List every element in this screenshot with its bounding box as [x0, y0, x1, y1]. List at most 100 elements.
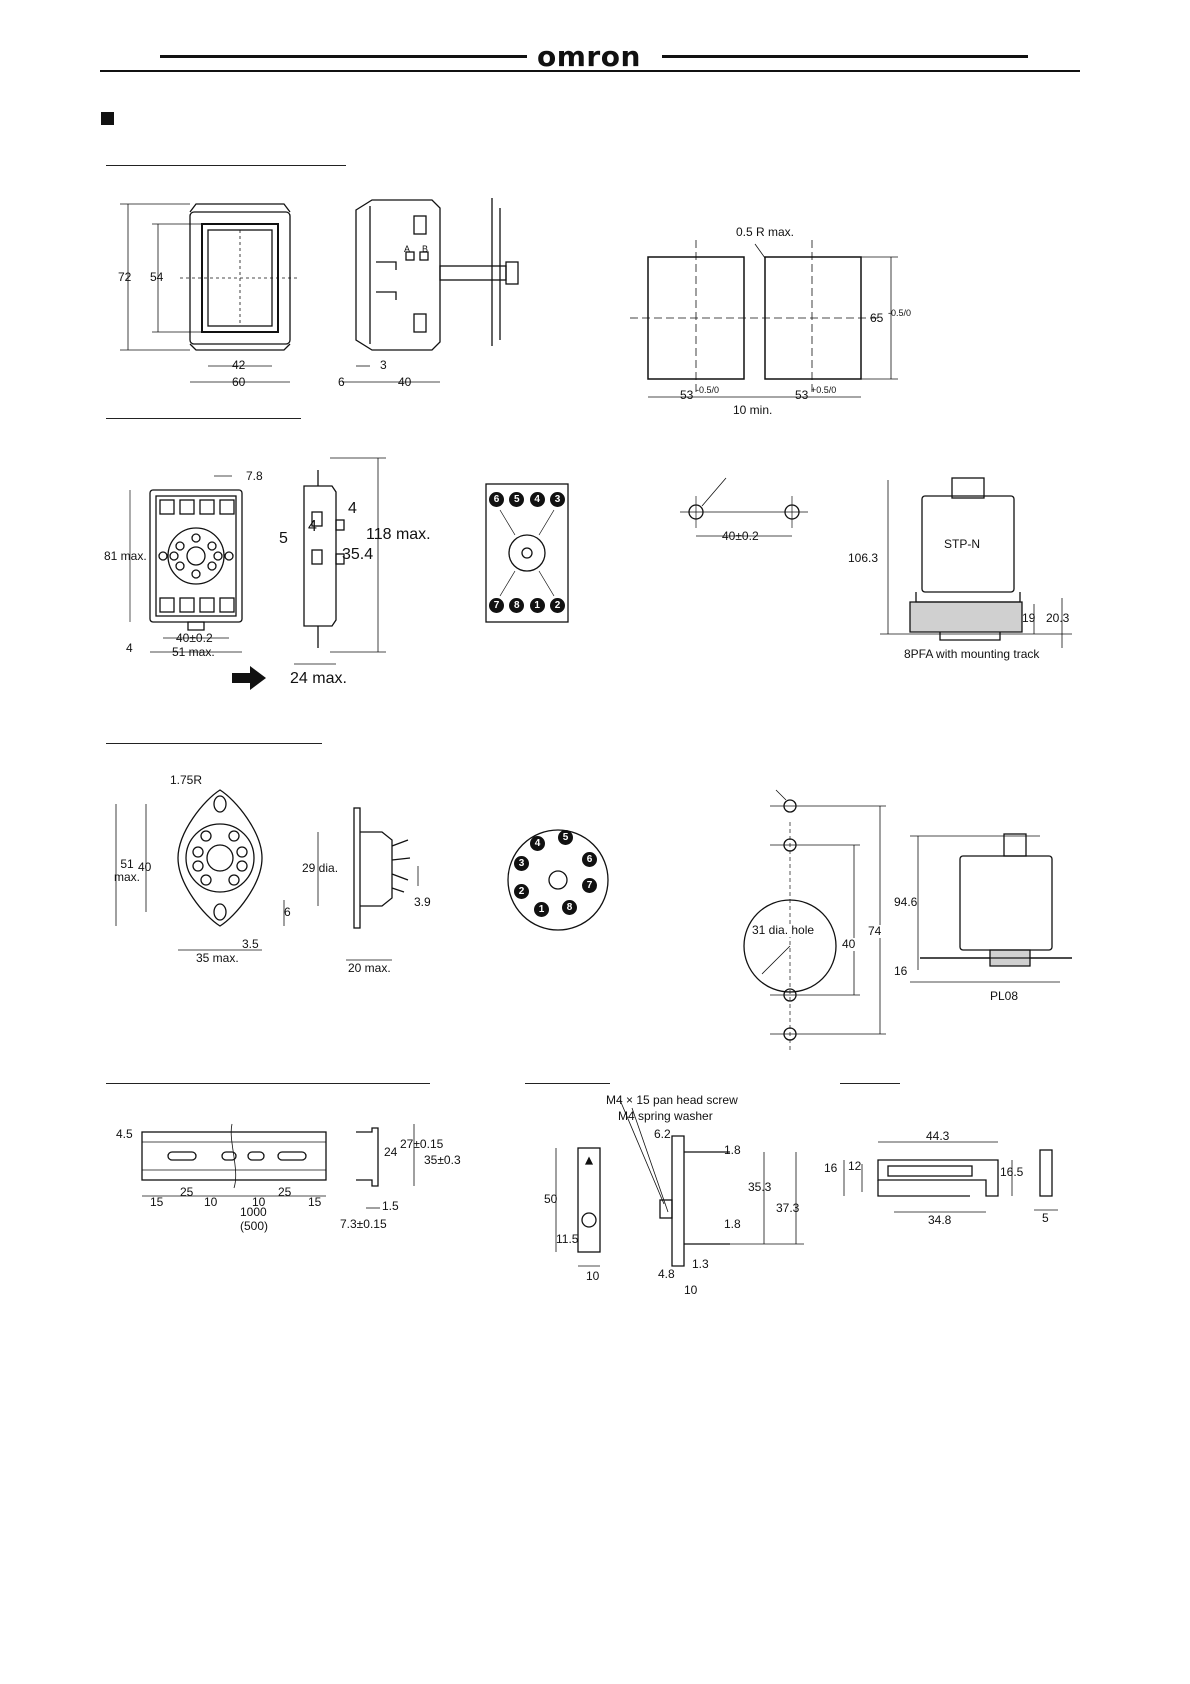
- section-rule-timer: [106, 165, 346, 166]
- back-socket-panel-cutout: [743, 789, 886, 1050]
- track-socket-dim-width: 51 max.: [172, 645, 215, 659]
- rail-length-alt: (500): [240, 1219, 269, 1233]
- header-underline: [100, 70, 1080, 72]
- arrow-right-icon: [232, 666, 266, 690]
- timer-dim-bezel: 3: [380, 358, 387, 372]
- cutout-width-right: 53: [795, 388, 809, 402]
- end-plate-screw-note: M4 × 15 pan head screw: [606, 1093, 738, 1107]
- pin-badge: 4: [530, 836, 545, 851]
- back-socket-depth: 20 max.: [348, 961, 391, 975]
- cutout-height-tol: -0.5/0: [888, 308, 912, 318]
- header-rule-right: [662, 55, 1028, 58]
- stpn-caption: 8PFA with mounting track: [904, 647, 1040, 661]
- track-socket-hole-pitch: 40±0.2: [722, 529, 759, 543]
- back-socket-dia: 29 dia.: [302, 861, 339, 875]
- back-socket-front-view: [115, 789, 285, 951]
- rail-in-h: 24: [384, 1145, 398, 1159]
- rail-thickness: 1.5: [382, 1199, 399, 1213]
- timer-dim-width-inner: 42: [232, 358, 246, 372]
- rail-drawing: [141, 1123, 415, 1209]
- pin-badge: 1: [529, 598, 545, 613]
- cutout-width-left-tol: -0.5/0: [696, 385, 720, 395]
- track-socket-dim-height: 81 max.: [104, 549, 147, 563]
- pin-badge: 8: [509, 598, 525, 613]
- pin-badge: 7: [489, 598, 504, 613]
- back-socket-pin-diagram: [507, 829, 609, 931]
- track-socket-pins-top: 6 5 4 3: [489, 492, 565, 507]
- pin-badge: 7: [582, 878, 597, 893]
- rail-seg-1: 15: [150, 1195, 164, 1209]
- track-socket-dim-mid: 35.4: [342, 546, 374, 563]
- stpn-h2: 20.3: [1046, 611, 1070, 625]
- timer-terminal-b: B: [422, 244, 429, 254]
- timer-dim-depth-front: 6: [338, 375, 345, 389]
- pl08-caption: PL08: [990, 989, 1019, 1003]
- pl08-base: 16: [894, 964, 908, 978]
- pin-badge: 3: [514, 856, 529, 871]
- end-plate-t1: 1.8: [724, 1143, 741, 1157]
- track-socket-dim-total: 118 max.: [366, 526, 431, 543]
- spacer-drawing: [843, 1141, 1058, 1213]
- spacer-thickness: 5: [1042, 1211, 1049, 1225]
- cutout-width-right-tol: +0.5/0: [811, 385, 837, 395]
- pin-badge: 1: [534, 902, 549, 917]
- section-rule-back-socket: [106, 743, 322, 744]
- timer-dim-height-inner: 54: [150, 270, 164, 284]
- timer-dim-depth: 40: [398, 375, 412, 389]
- stpn-model-label: STP-N: [944, 537, 980, 551]
- end-plate-w2: 10: [684, 1283, 698, 1297]
- panel-cutout-drawing: [630, 240, 898, 398]
- spacer-inner-w: 34.8: [928, 1213, 952, 1227]
- end-plate-a: 35.3: [748, 1180, 772, 1194]
- back-socket-h-max: 51 max.: [113, 857, 140, 884]
- timer-front-view: [120, 203, 300, 383]
- track-socket-dim-side-c: 4: [308, 518, 317, 535]
- spacer-h-out: 16: [824, 1161, 838, 1175]
- rail-lip: 7.3±0.15: [340, 1217, 387, 1231]
- track-socket-mounting-holes: [680, 477, 808, 537]
- back-socket-pin-len: 3.9: [414, 895, 431, 909]
- pl08-height: 94.6: [894, 895, 918, 909]
- track-socket-dim-margin: 4: [126, 641, 133, 655]
- spacer-width: 44.3: [926, 1129, 950, 1143]
- back-socket-d2: 3.5: [242, 937, 259, 951]
- rail-length: 1000: [240, 1205, 267, 1219]
- pin-badge: 8: [562, 900, 577, 915]
- pin-badge: 4: [529, 492, 545, 507]
- pin-badge: 2: [549, 598, 565, 613]
- end-plate-d: 1.3: [692, 1257, 709, 1271]
- end-plate-c: 4.8: [658, 1267, 675, 1281]
- back-cutout-hole: 31 dia. hole: [752, 923, 815, 937]
- pin-badge: 5: [509, 492, 525, 507]
- header-rule-left: [160, 55, 527, 58]
- section-rule-track-socket: [106, 418, 301, 419]
- section-rule-spacer: [840, 1083, 900, 1084]
- end-plate-drawing: [555, 1099, 804, 1267]
- end-plate-t2: 1.8: [724, 1217, 741, 1231]
- pin-badge: 6: [582, 852, 597, 867]
- end-plate-washer-note: M4 spring washer: [618, 1109, 713, 1123]
- cutout-corner-radius: 0.5 R max.: [736, 225, 795, 239]
- cutout-spacing: 10 min.: [733, 403, 773, 417]
- end-plate-b: 37.3: [776, 1201, 800, 1215]
- track-socket-dim-pitch: 40±0.2: [176, 631, 213, 645]
- track-socket-pins-bottom: 7 8 1 2: [489, 598, 565, 613]
- timer-side-view: [342, 198, 519, 383]
- track-socket-dim-depth: 24 max.: [290, 670, 347, 687]
- stpn-mounted-view: [880, 477, 1072, 648]
- end-plate-width: 10: [586, 1269, 600, 1283]
- back-socket-h: 40: [138, 860, 152, 874]
- back-socket-radius: 1.75R: [170, 773, 203, 787]
- track-socket-top-view: [129, 475, 243, 653]
- timer-dim-width-outer: 60: [232, 375, 246, 389]
- back-socket-width: 35 max.: [196, 951, 239, 965]
- timer-terminal-a: A: [404, 244, 411, 254]
- rail-out-h: 35±0.3: [424, 1153, 461, 1167]
- stpn-h1: 19: [1022, 611, 1036, 625]
- rail-seg-4: 10: [252, 1195, 266, 1209]
- track-socket-side-view: [294, 457, 386, 665]
- section-rule-end-plate: [525, 1083, 610, 1084]
- rail-seg-2: 25: [180, 1185, 194, 1199]
- section-bullet-icon: [101, 112, 114, 125]
- rail-seg-5: 25: [278, 1185, 292, 1199]
